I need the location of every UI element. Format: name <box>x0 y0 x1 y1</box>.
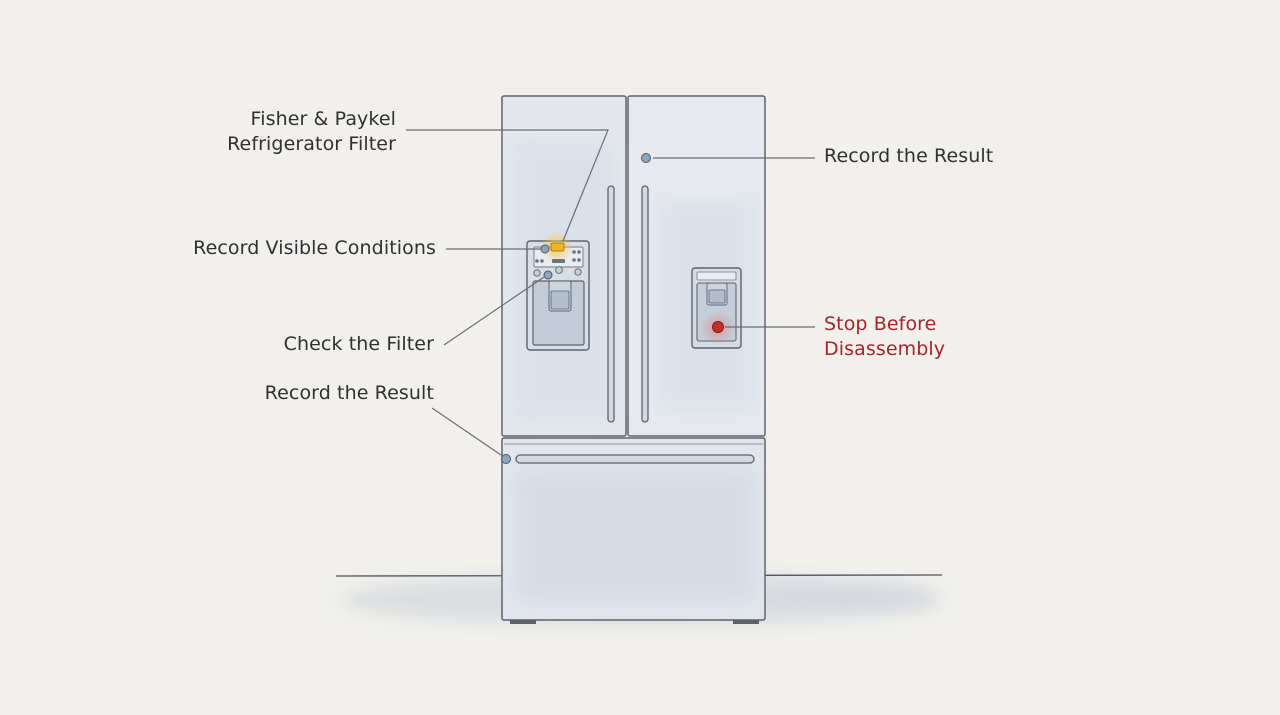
label-check-filter: Check the Filter <box>283 333 434 355</box>
label-visible-conditions: Record Visible Conditions <box>193 237 436 259</box>
marker-visible-conditions <box>540 244 550 254</box>
label-stop-line2: Disassembly <box>824 338 946 360</box>
leader-result-left <box>431 407 502 456</box>
label-filter-line1: Fisher & Paykel <box>250 108 396 130</box>
water-dispenser <box>526 231 590 351</box>
label-stop: Stop Before Disassembly <box>824 312 945 362</box>
right-door-handle <box>641 185 649 423</box>
leader-lines <box>406 129 815 456</box>
label-result-left: Record the Result <box>264 382 434 404</box>
marker-stop <box>712 321 724 333</box>
leader-check-filter <box>443 276 545 346</box>
label-result-right: Record the Result <box>824 145 994 167</box>
ice-dispenser <box>691 267 742 349</box>
marker-result-right <box>641 153 651 163</box>
marker-result-left <box>501 454 511 464</box>
left-door-handle <box>607 185 615 423</box>
label-stop-line1: Stop Before <box>824 313 937 335</box>
label-filter: Fisher & Paykel Refrigerator Filter <box>227 107 396 157</box>
markers <box>501 153 724 464</box>
leader-filter <box>406 129 609 242</box>
marker-check-filter <box>543 270 553 280</box>
refrigerator <box>501 95 766 624</box>
foot-left <box>510 620 536 624</box>
label-filter-line2: Refrigerator Filter <box>227 133 396 155</box>
filter-indicator <box>550 242 565 252</box>
foot-right <box>733 620 759 624</box>
drawer-handle <box>515 454 755 464</box>
